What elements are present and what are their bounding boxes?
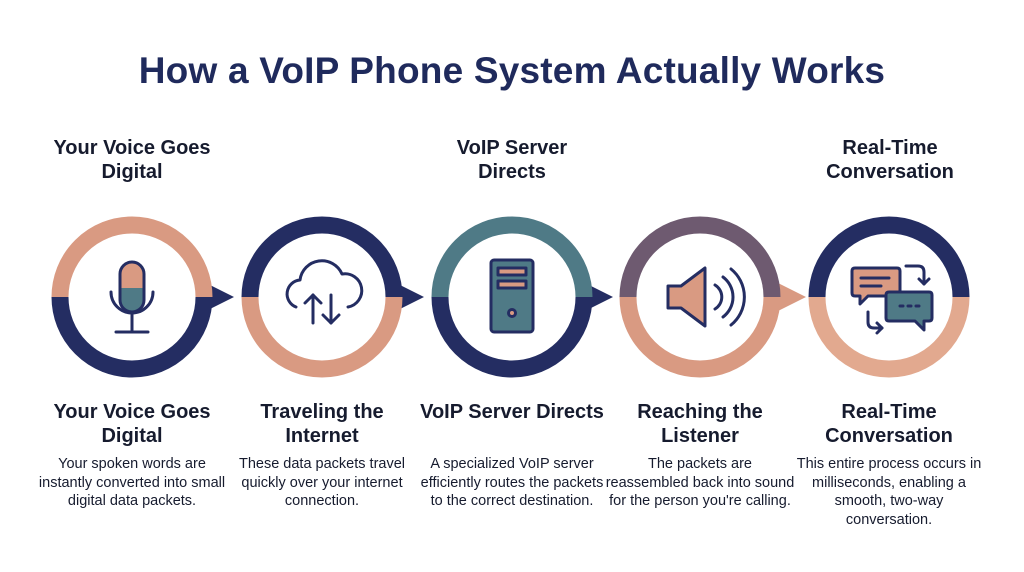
top-label-conversation: Real-Time Conversation [826, 137, 954, 183]
chat-bubbles-icon [850, 264, 934, 335]
step-circle-2 [241, 216, 403, 378]
speaker-icon [666, 266, 746, 328]
step-description-2: These data packets travel quickly over y… [238, 456, 406, 509]
step-title-4: Reaching the Listener [637, 401, 763, 447]
step-description-3: A specialized VoIP server efficiently ro… [420, 456, 604, 509]
top-label-server: VoIP Server Directs [456, 137, 568, 183]
arrow-4-5 [778, 283, 806, 311]
step-description-1: Your spoken words are instantly converte… [38, 456, 226, 509]
step-title-5: Real-Time Conversation [825, 401, 953, 447]
microphone-icon [109, 260, 155, 334]
step-title-3: VoIP Server Directs [420, 401, 604, 423]
step-circle-4 [619, 216, 781, 378]
step-title-1: Your Voice Goes Digital [53, 401, 211, 447]
step-description-4: The packets are reassembled back into so… [605, 456, 795, 509]
server-icon [489, 258, 535, 334]
top-label-voice: Your Voice Goes Digital [53, 137, 211, 183]
step-circle-1 [51, 216, 213, 378]
step-circle-5 [808, 216, 970, 378]
step-title-2: Traveling the Internet [260, 401, 384, 447]
cloud-upload-download-icon [285, 259, 364, 325]
step-description-5: This entire process occurs in millisecon… [796, 456, 982, 528]
page-title: How a VoIP Phone System Actually Works [138, 50, 886, 91]
arrow-3-4 [589, 285, 613, 309]
step-circle-3 [431, 216, 593, 378]
arrow-2-3 [400, 285, 424, 309]
arrow-1-2 [210, 285, 234, 309]
